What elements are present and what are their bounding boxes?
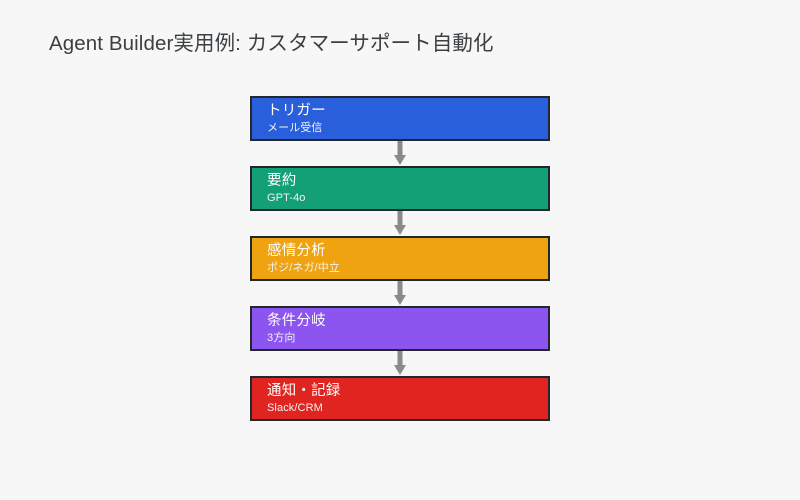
flow-step-body: 感情分析 ポジ/ネガ/中立 — [267, 242, 542, 275]
flow-step-title: トリガー — [267, 103, 326, 119]
flow-step-subtitle: メール受信 — [267, 122, 323, 134]
flow-step-title: 通知・記録 — [267, 383, 341, 399]
flow-step-body: 要約 GPT-4o — [267, 172, 542, 205]
flow-step-body: トリガー メール受信 — [267, 102, 542, 135]
flow-step-body: 条件分岐 3方向 — [267, 312, 542, 345]
flow-step-title: 条件分岐 — [267, 313, 326, 329]
flow-step-subtitle: GPT-4o — [267, 192, 306, 204]
flow-step-subtitle: ポジ/ネガ/中立 — [267, 262, 340, 274]
arrow-down-icon — [393, 281, 407, 306]
flow-step-title: 感情分析 — [267, 243, 326, 259]
flow-step-notify[interactable]: 通知・記録 Slack/CRM — [250, 376, 550, 421]
arrow-down-icon — [393, 211, 407, 236]
flow-step-body: 通知・記録 Slack/CRM — [267, 382, 542, 415]
flow-step-trigger[interactable]: トリガー メール受信 — [250, 96, 550, 141]
flow-step-branch[interactable]: 条件分岐 3方向 — [250, 306, 550, 351]
arrow-down-icon — [393, 351, 407, 376]
flow-step-sentiment[interactable]: 感情分析 ポジ/ネガ/中立 — [250, 236, 550, 281]
flow-step-subtitle: 3方向 — [267, 332, 296, 344]
page-title: Agent Builder実用例: カスタマーサポート自動化 — [49, 32, 494, 55]
arrow-down-icon — [393, 141, 407, 166]
flow-step-summary[interactable]: 要約 GPT-4o — [250, 166, 550, 211]
flow-step-title: 要約 — [267, 173, 297, 189]
flow-step-subtitle: Slack/CRM — [267, 402, 323, 414]
